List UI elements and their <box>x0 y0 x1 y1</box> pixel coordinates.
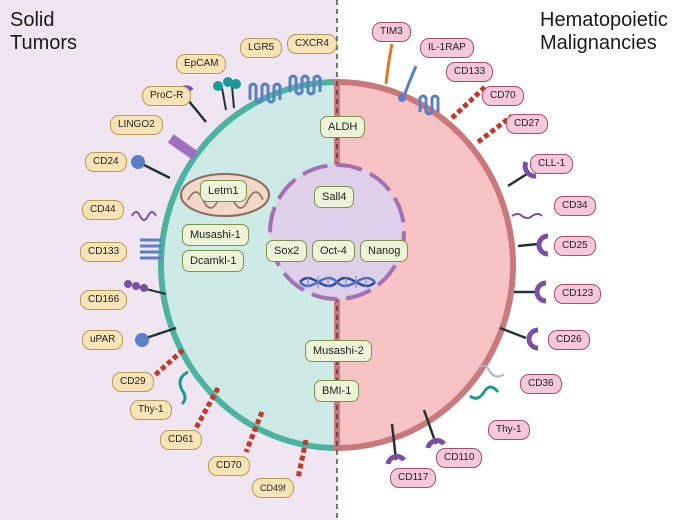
marker-cd110: CD110 <box>436 448 483 468</box>
marker-epcam: EpCAM <box>176 54 227 74</box>
marker-cd34: CD34 <box>554 196 596 216</box>
marker-tim3: TIM3 <box>372 22 411 42</box>
marker-upar: uPAR <box>82 330 124 350</box>
marker-thy1-solid: Thy-1 <box>130 400 172 420</box>
marker-cd24: CD24 <box>85 152 127 172</box>
heme-heading-line2: Malignancies <box>540 32 657 54</box>
marker-musashi-1: Musashi-1 <box>182 224 249 246</box>
marker-cd25: CD25 <box>554 236 596 256</box>
marker-cd123: CD123 <box>554 284 602 304</box>
marker-thy1-heme: Thy-1 <box>488 420 530 440</box>
marker-letm1: Letm1 <box>200 180 247 202</box>
marker-cd166: CD166 <box>80 290 128 310</box>
solid-heading-line2: Tumors <box>10 32 78 54</box>
marker-cd27: CD27 <box>506 114 548 134</box>
dna-helix-icon <box>299 276 376 288</box>
marker-cd133-heme: CD133 <box>446 62 494 82</box>
marker-sox2: Sox2 <box>266 240 308 262</box>
marker-cd117: CD117 <box>390 468 437 488</box>
marker-cd44: CD44 <box>82 200 124 220</box>
marker-cd70-solid: CD70 <box>208 456 250 476</box>
heme-heading-line1: Hematopoietic <box>540 9 668 31</box>
marker-lingo2: LINGO2 <box>110 115 163 135</box>
marker-oct-4: Oct-4 <box>312 240 355 262</box>
marker-cxcr4: CXCR4 <box>287 34 337 54</box>
marker-cd36: CD36 <box>520 374 562 394</box>
nucleus <box>268 163 406 301</box>
marker-aldh: ALDH <box>320 116 366 138</box>
marker-cd26: CD26 <box>548 330 590 350</box>
marker-il-1rap: IL-1RAP <box>420 38 474 58</box>
marker-musashi-2: Musashi-2 <box>305 340 372 362</box>
hematopoietic-heading: Hematopoietic Malignancies <box>540 9 668 55</box>
marker-bmi-1: BMI-1 <box>314 380 360 402</box>
marker-nanog: Nanog <box>360 240 409 262</box>
marker-cd49f: CD49f <box>252 478 294 498</box>
marker-cd133-solid: CD133 <box>80 242 128 262</box>
marker-cd61: CD61 <box>160 430 202 450</box>
marker-lgr5: LGR5 <box>240 38 283 58</box>
marker-proc-r: ProC-R <box>142 86 192 106</box>
solid-receptors <box>124 74 322 479</box>
solid-heading-line1: Solid <box>10 9 55 31</box>
marker-cd29: CD29 <box>112 372 154 392</box>
solid-tumors-heading: Solid Tumors <box>10 9 77 55</box>
marker-cll-1: CLL-1 <box>530 154 574 174</box>
solid-cell-half <box>158 78 340 452</box>
marker-cd70-heme: CD70 <box>482 86 524 106</box>
marker-dcamkl-1: Dcamkl-1 <box>182 250 245 272</box>
marker-sall4: Sall4 <box>314 186 355 208</box>
